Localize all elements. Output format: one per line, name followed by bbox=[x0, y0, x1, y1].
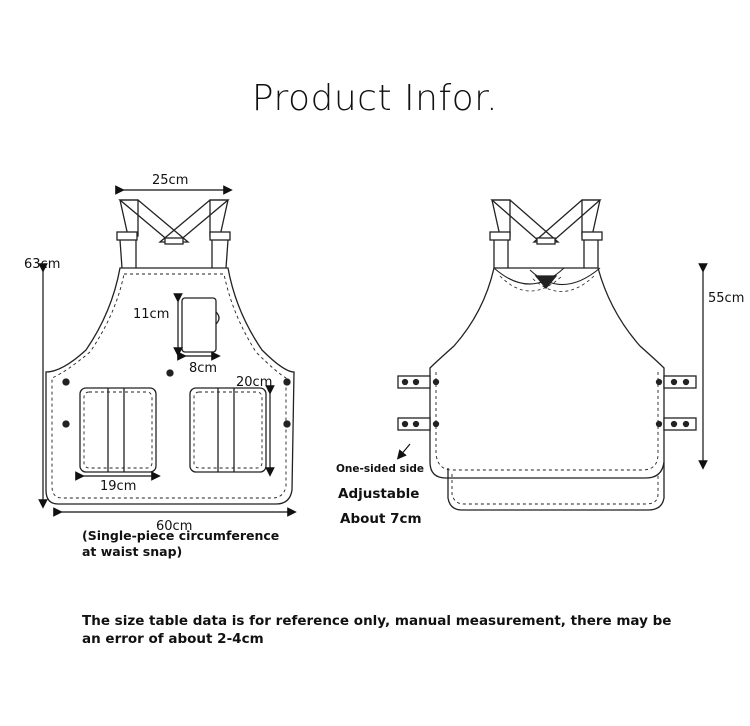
small-pocket-width-label: 8cm bbox=[189, 361, 217, 376]
height-label: 63cm bbox=[24, 257, 60, 272]
back-apron bbox=[397, 199, 697, 511]
adjustable-label: Adjustable bbox=[338, 486, 420, 502]
waist-note: (Single-piece circumference at waist sna… bbox=[82, 528, 280, 559]
small-pocket-height-label: 11cm bbox=[133, 307, 169, 322]
back-height-label: 55cm bbox=[708, 291, 744, 306]
page-title: Product Infor. bbox=[251, 78, 499, 119]
width-top-label: 25cm bbox=[152, 173, 188, 188]
back-dimension-lines bbox=[396, 263, 708, 470]
adjust-amount-label: About 7cm bbox=[340, 511, 422, 527]
waist-width-label: 60cm bbox=[156, 519, 192, 534]
disclaimer-text: The size table data is for reference onl… bbox=[82, 613, 672, 647]
front-dimension-lines bbox=[38, 185, 297, 517]
side-label: One-sided side bbox=[336, 463, 425, 475]
big-pocket-width-label: 19cm bbox=[100, 479, 136, 494]
front-apron bbox=[45, 199, 295, 505]
big-pocket-height-label: 20cm bbox=[236, 375, 272, 390]
